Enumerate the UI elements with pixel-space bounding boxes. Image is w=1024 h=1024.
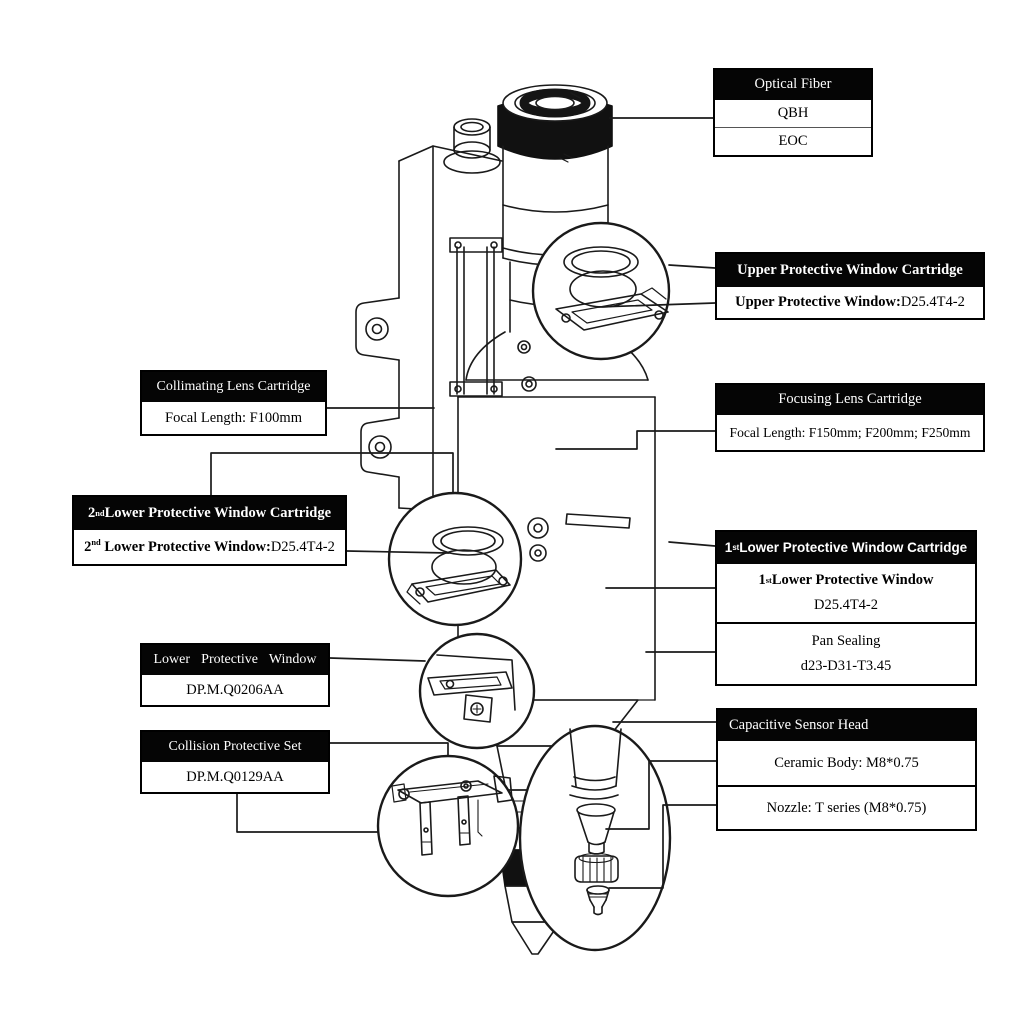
upper-window-row-value: D25.4T4-2 [900, 294, 965, 310]
callout-lower-window: Lower Protective Window DP.M.Q0206AA [140, 643, 330, 707]
callout-optical-fiber: Optical Fiber QBH EOC [713, 68, 873, 157]
optical-fiber-row-eoc: EOC [715, 127, 871, 155]
main-body-block [355, 145, 537, 517]
second-lower-row-sup: nd [91, 537, 101, 547]
upper-window-row: Upper Protective Window: D25.4T4-2 [717, 287, 983, 318]
collision-header: Collision Protective Set [142, 732, 328, 762]
callout-capacitive-sensor-head: Capacitive Sensor Head Ceramic Body: M8*… [716, 708, 977, 831]
capacitive-header: Capacitive Sensor Head [718, 710, 975, 741]
qbh-connector [443, 84, 613, 333]
callout-collision-set: Collision Protective Set DP.M.Q0129AA [140, 730, 330, 794]
pan-sealing-value: d23-D31-T3.45 [717, 658, 975, 676]
callout-collimating-lens: Collimating Lens Cartridge Focal Length:… [140, 370, 327, 436]
detail-circle-lower-window-drawer [418, 632, 536, 750]
second-lower-row-rest: Lower Protective Window: [100, 538, 271, 555]
second-lower-header-rest: Lower Protective Window Cartridge [104, 504, 332, 521]
optical-fiber-header: Optical Fiber [715, 70, 871, 100]
callout-focusing-lens: Focusing Lens Cartridge Focal Length: F1… [715, 383, 985, 452]
detail-circle-upper-window [531, 221, 671, 361]
capacitive-row-ceramic-body: Ceramic Body: M8*0.75 [718, 741, 975, 785]
focusing-row: Focal Length: F150mm; F200mm; F250mm [717, 415, 983, 450]
upper-window-row-label: Upper Protective Window: [735, 294, 901, 310]
second-lower-row: 2nd Lower Protective Window: D25.4T4-2 [74, 530, 345, 564]
callout-upper-window-cartridge: Upper Protective Window Cartridge Upper … [715, 252, 985, 320]
detail-ellipse-capacitive-head [518, 724, 672, 952]
focusing-header: Focusing Lens Cartridge [717, 385, 983, 415]
upper-window-header: Upper Protective Window Cartridge [717, 254, 983, 287]
second-lower-row-label: 2nd Lower Protective Window: [84, 537, 271, 556]
pan-sealing-title: Pan Sealing [717, 632, 975, 650]
collision-row: DP.M.Q0129AA [142, 762, 328, 792]
collimating-row: Focal Length: F100mm [142, 402, 325, 434]
first-lower-cell-pan-sealing: Pan Sealing d23-D31-T3.45 [717, 622, 975, 684]
first-lower-cell1-num: 1 [758, 572, 766, 588]
detail-circle-second-lower-window [387, 491, 523, 627]
first-lower-header-num: 1 [724, 539, 733, 555]
second-lower-row-num: 2 [84, 538, 92, 555]
optical-fiber-row-qbh: QBH [715, 100, 871, 127]
first-lower-cell1-rest: Lower Protective Window [771, 572, 934, 588]
first-lower-header-rest: Lower Protective Window Cartridge [739, 539, 968, 555]
lower-window-row: DP.M.Q0206AA [142, 675, 328, 705]
collimating-header: Collimating Lens Cartridge [142, 372, 325, 402]
second-lower-header-num: 2 [87, 504, 96, 521]
first-lower-window-value: D25.4T4-2 [717, 597, 975, 614]
detail-circle-collision-set [376, 754, 520, 898]
lower-window-header: Lower Protective Window [142, 645, 328, 675]
second-lower-row-value: D25.4T4-2 [270, 538, 335, 555]
capacitive-row-nozzle: Nozzle: T series (M8*0.75) [718, 785, 975, 829]
connector-lines [210, 117, 717, 889]
